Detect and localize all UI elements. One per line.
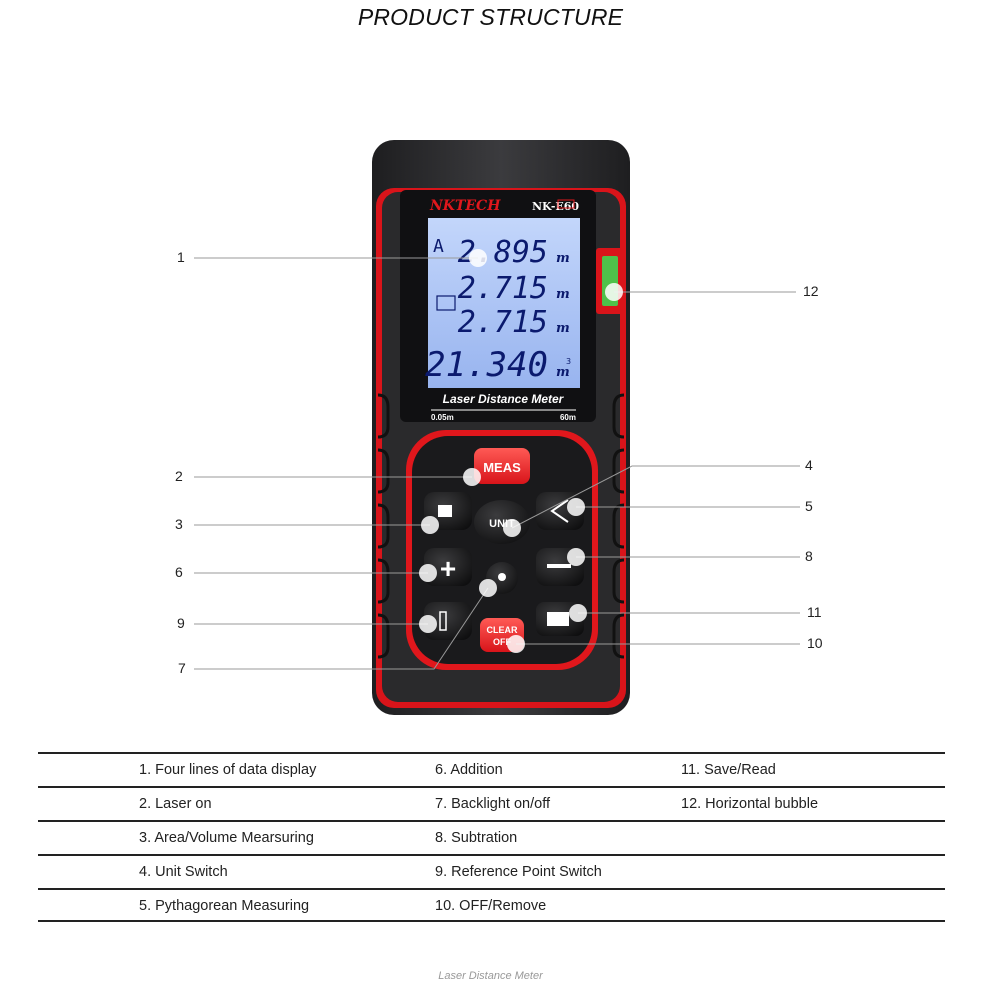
callout-label-11: 11	[807, 604, 822, 620]
legend-row: 4. Unit Switch 9. Reference Point Switch	[38, 854, 945, 888]
lcd-value-2: 2.715	[458, 271, 548, 306]
legend-item: 11. Save/Read	[681, 762, 776, 778]
callout-label-12: 12	[803, 283, 819, 299]
brand-logo: NKTECH	[429, 198, 501, 214]
callout-dot-9	[419, 615, 437, 633]
leader-line-4	[511, 465, 800, 529]
callout-label-9: 9	[177, 615, 185, 631]
battery-icon	[557, 199, 575, 209]
callout-label-1: 1	[177, 249, 185, 265]
bezel-title: Laser Distance Meter	[443, 392, 565, 406]
lcd-sup-4: 3	[566, 357, 571, 366]
lcd-screen	[428, 218, 580, 388]
callout-label-10: 10	[807, 635, 823, 651]
lcd-unit-3: m	[556, 321, 570, 336]
pythagorean-icon	[550, 499, 569, 523]
legend-item: 1. Four lines of data display	[139, 762, 317, 778]
legend-item: 9. Reference Point Switch	[435, 864, 602, 880]
legend-row: 3. Area/Volume Mearsuring 8. Subtration	[38, 820, 945, 854]
svg-text:OFF: OFF	[493, 637, 511, 647]
save-read-icon	[547, 612, 569, 626]
footer-caption: Laser Distance Meter	[438, 970, 543, 982]
legend-row: 2. Laser on 7. Backlight on/off 12. Horizo…	[38, 786, 945, 820]
callout-dot-2	[463, 468, 481, 486]
leader-lines	[194, 257, 800, 670]
leader-line-7	[194, 587, 489, 670]
area-volume-icon	[438, 505, 452, 517]
callout-dot-11	[569, 604, 587, 622]
lcd-unit-2: m	[556, 287, 570, 302]
callout-label-2: 2	[175, 468, 183, 484]
legend-item: 2. Laser on	[139, 796, 212, 812]
legend-item: 7. Backlight on/off	[435, 796, 551, 812]
callout-dot-8	[567, 548, 585, 566]
legend-item: 5. Pythagorean Measuring	[139, 898, 310, 914]
scale-max: 60m	[560, 413, 576, 422]
scale-min: 0.05m	[431, 413, 454, 422]
callout-dot-3	[421, 516, 439, 534]
legend-item: 4. Unit Switch	[139, 864, 228, 880]
callout-label-5: 5	[805, 498, 813, 514]
model-label: NK-E60	[532, 200, 579, 213]
svg-text:CLEAR: CLEAR	[487, 625, 518, 635]
reference-icon	[439, 611, 447, 631]
svg-text:+: +	[440, 553, 456, 584]
legend-item: 12. Horizontal bubble	[681, 796, 819, 812]
legend-item: 10. OFF/Remove	[435, 898, 547, 914]
meas-button[interactable]: MEAS	[474, 448, 530, 484]
legend-item: 3. Area/Volume Mearsuring	[139, 830, 314, 846]
legend-item: 6. Addition	[435, 762, 503, 778]
callout-label-3: 3	[175, 516, 183, 532]
screen-mode-label: A	[433, 236, 444, 257]
unit-button[interactable]: UNIT	[474, 500, 530, 544]
cube-icon	[436, 295, 456, 311]
callout-label-7: 7	[178, 660, 186, 676]
leader-dots	[419, 249, 623, 653]
minus-icon	[547, 564, 571, 568]
svg-text:MEAS: MEAS	[483, 460, 521, 475]
callout-dot-6	[419, 564, 437, 582]
callout-label-8: 8	[805, 548, 813, 564]
legend-table: 1. Four lines of data display 6. Addition…	[38, 752, 945, 922]
callout-dot-12	[605, 283, 623, 301]
sun-icon	[498, 573, 506, 581]
legend-row: 1. Four lines of data display 6. Addition…	[38, 752, 945, 786]
callout-label-4: 4	[805, 457, 813, 473]
lcd-value-4: 21.340	[425, 345, 548, 385]
lcd-unit-4: m	[556, 365, 570, 380]
callout-dot-4	[503, 519, 521, 537]
callout-label-6: 6	[175, 564, 183, 580]
lcd-value-3: 2.715	[458, 305, 548, 340]
legend-row: 5. Pythagorean Measuring 10. OFF/Remove	[38, 888, 945, 922]
lcd-unit-1: m	[556, 251, 570, 266]
callout-dot-10	[507, 635, 525, 653]
page-title: PRODUCT STRUCTURE	[357, 4, 624, 30]
callout-dot-1	[469, 249, 487, 267]
callout-dot-7	[479, 579, 497, 597]
legend-item: 8. Subtration	[435, 830, 518, 846]
callout-dot-5	[567, 498, 585, 516]
